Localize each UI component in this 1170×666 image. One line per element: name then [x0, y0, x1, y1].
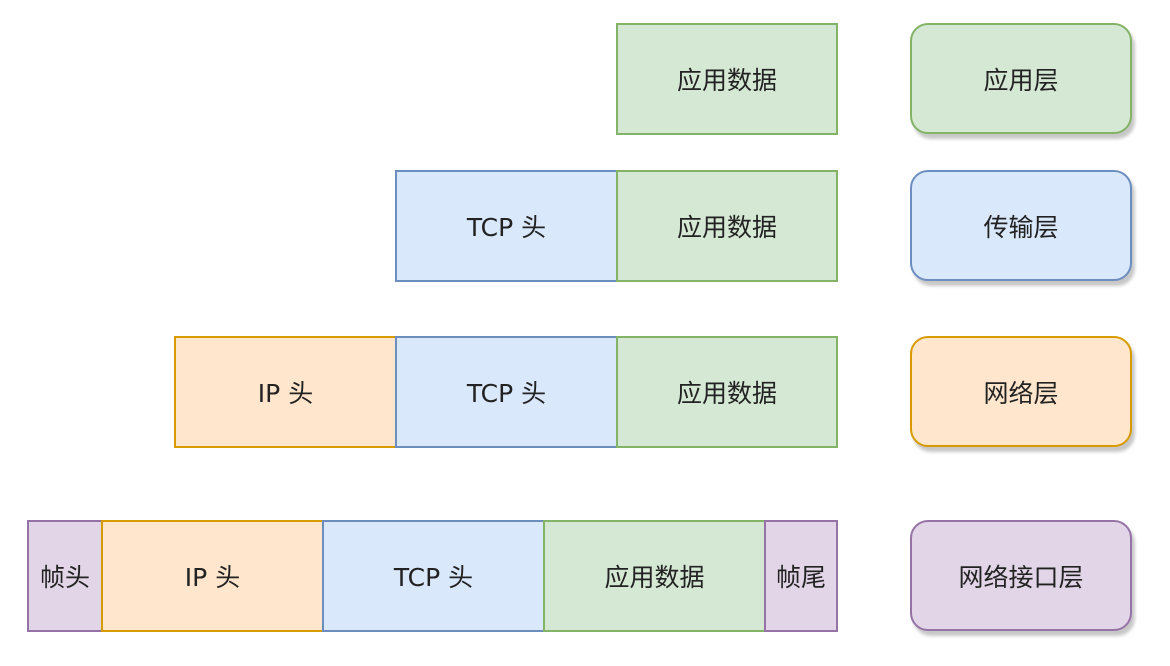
network-row-application-data: 应用数据 — [616, 336, 838, 448]
link-row-application-data: 应用数据 — [543, 520, 766, 632]
link-row-ip-header: IP 头 — [101, 520, 324, 632]
layer-label-application: 应用层 — [910, 23, 1132, 134]
app-row-application-data: 应用数据 — [616, 23, 838, 135]
link-row-frame-header: 帧头 — [27, 520, 103, 632]
transport-row-tcp-header: TCP 头 — [395, 170, 618, 282]
link-row-tcp-header: TCP 头 — [322, 520, 545, 632]
transport-row-application-data: 应用数据 — [616, 170, 838, 282]
link-row-frame-trailer: 帧尾 — [764, 520, 838, 632]
network-row-tcp-header: TCP 头 — [395, 336, 618, 448]
layer-label-link: 网络接口层 — [910, 520, 1132, 631]
layer-label-transport: 传输层 — [910, 170, 1132, 281]
layer-label-network: 网络层 — [910, 336, 1132, 447]
network-row-ip-header: IP 头 — [174, 336, 397, 448]
